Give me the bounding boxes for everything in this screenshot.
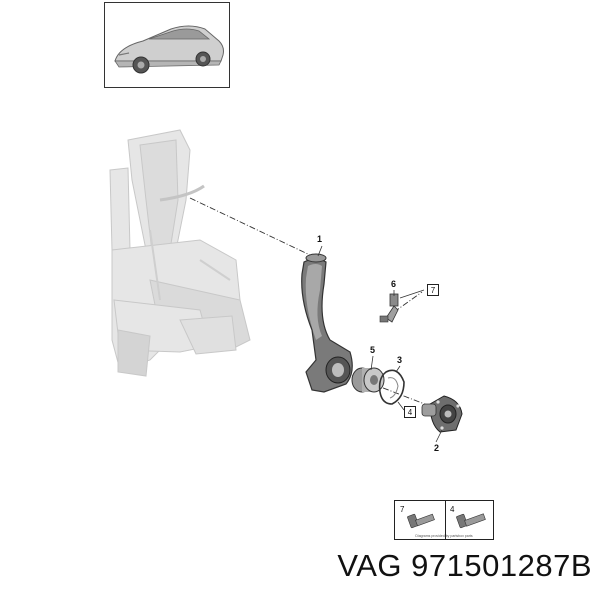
- cover-plate: [378, 369, 405, 405]
- boxed-ref-7: 7: [427, 284, 439, 296]
- legend-credit: Diagrams provided by partsbox parts: [415, 534, 473, 538]
- vehicle-thumbnail: [104, 2, 230, 88]
- wheel-hub: [421, 395, 463, 433]
- part-number-footer: VAG 971501287B: [337, 548, 592, 583]
- legend-divider: [445, 501, 446, 539]
- leader-lines: [317, 245, 443, 443]
- legend-number-right: 4: [450, 505, 455, 514]
- axis-lines: [189, 197, 441, 411]
- callout-2: 2: [434, 443, 440, 453]
- boxed-ref-4: 4: [404, 406, 416, 418]
- speed-sensor: [379, 293, 399, 323]
- steering-knuckle: [301, 253, 353, 393]
- bolt-icon-right: [456, 513, 486, 529]
- callout-1: 1: [317, 234, 323, 244]
- callout-5: 5: [370, 345, 376, 355]
- legend-number-left: 7: [400, 505, 405, 514]
- bolt-icons: [407, 513, 486, 529]
- wheel-bearing: [351, 367, 385, 393]
- callout-6: 6: [391, 279, 397, 289]
- fastener-legend: 7 4 Diagrams provided by partsbox parts: [394, 500, 494, 540]
- bolt-icon-left: [407, 513, 435, 529]
- car-icon: [114, 25, 224, 74]
- callout-3: 3: [397, 355, 403, 365]
- ghost-suspension-assembly: [109, 129, 251, 377]
